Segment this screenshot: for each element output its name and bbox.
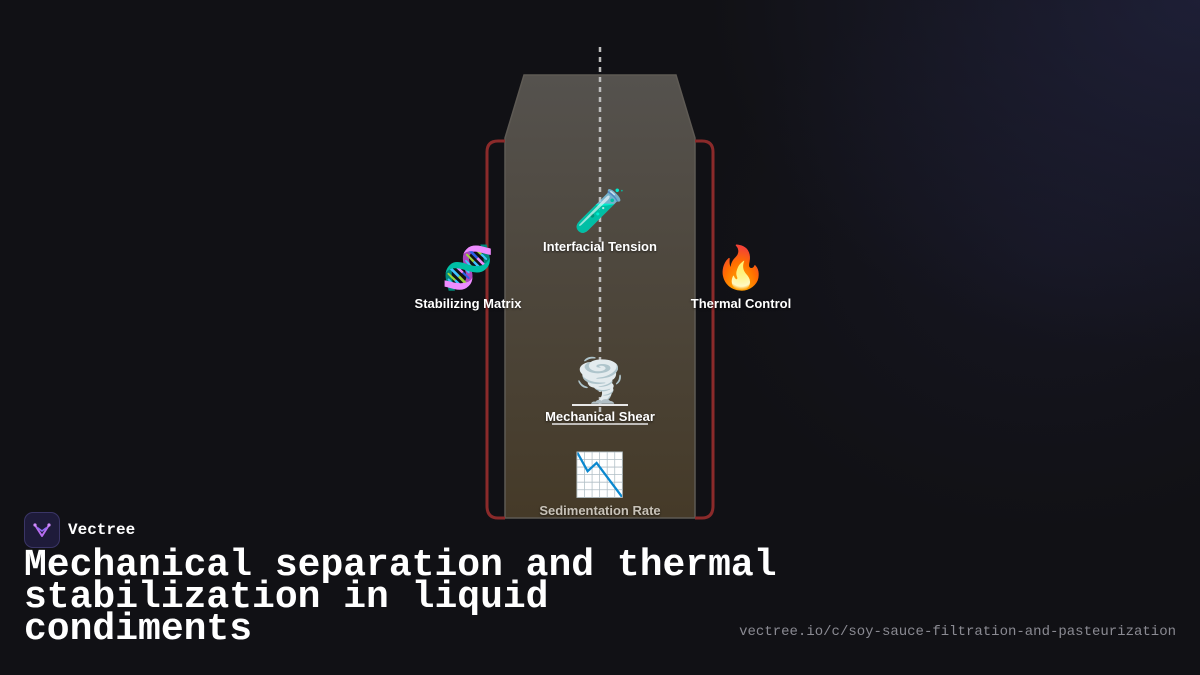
node-sedimentation-rate: 📉 Sedimentation Rate xyxy=(520,450,680,519)
brand[interactable]: Vectree xyxy=(24,512,135,548)
node-label: Stabilizing Matrix xyxy=(414,296,522,311)
node-interfacial-tension: 🧪 Interfacial Tension xyxy=(520,186,680,255)
node-label: Thermal Control xyxy=(690,296,792,311)
page-title: Mechanical separation and thermal stabil… xyxy=(24,544,777,651)
chart-decreasing-icon: 📉 xyxy=(573,450,627,499)
test-tube-icon: 🧪 xyxy=(573,186,627,235)
vectree-logo-icon xyxy=(24,512,60,548)
left-bracket xyxy=(485,139,505,520)
brand-name: Vectree xyxy=(68,521,136,539)
node-stabilizing-matrix: 🧬 Stabilizing Matrix xyxy=(388,243,548,312)
fire-icon: 🔥 xyxy=(714,243,768,292)
node-thermal-control: 🔥 Thermal Control xyxy=(661,243,821,312)
node-label: Mechanical Shear xyxy=(545,409,655,424)
node-mechanical-shear: 🌪️ Mechanical Shear xyxy=(520,356,680,425)
tornado-icon: 🌪️ xyxy=(573,356,627,405)
right-bracket xyxy=(695,139,715,520)
node-label: Interfacial Tension xyxy=(543,239,657,254)
dna-icon: 🧬 xyxy=(441,243,495,292)
page-url[interactable]: vectree.io/c/soy-sauce-filtration-and-pa… xyxy=(739,624,1176,640)
node-label: Sedimentation Rate xyxy=(539,503,661,518)
